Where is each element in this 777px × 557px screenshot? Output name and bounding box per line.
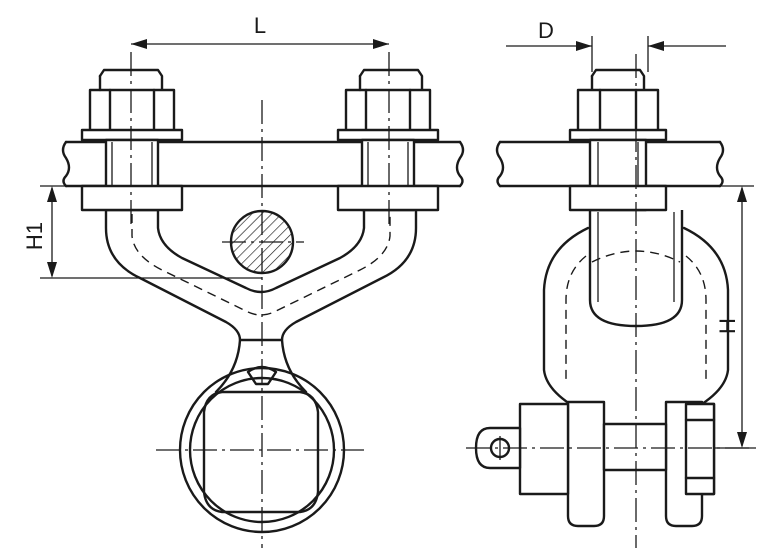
side-centerlines bbox=[466, 54, 756, 548]
dimension-D-label: D bbox=[538, 18, 554, 43]
clevis-body bbox=[542, 226, 730, 406]
front-right-bolt bbox=[336, 68, 440, 212]
dimension-H: H bbox=[714, 185, 754, 449]
dimension-L-label: L bbox=[254, 13, 266, 38]
side-bolt bbox=[568, 68, 668, 212]
front-centerlines bbox=[130, 52, 390, 548]
side-view: D H bbox=[466, 18, 756, 548]
front-left-bolt bbox=[80, 68, 184, 212]
dimension-L: L bbox=[131, 13, 389, 49]
front-view: L H1 bbox=[22, 13, 465, 548]
dimension-D: D bbox=[506, 18, 726, 72]
dimension-H1-label: H1 bbox=[22, 222, 47, 250]
dimension-H1: H1 bbox=[22, 185, 262, 279]
dimension-H-label: H bbox=[715, 318, 740, 334]
u-bolt-body bbox=[104, 208, 418, 342]
